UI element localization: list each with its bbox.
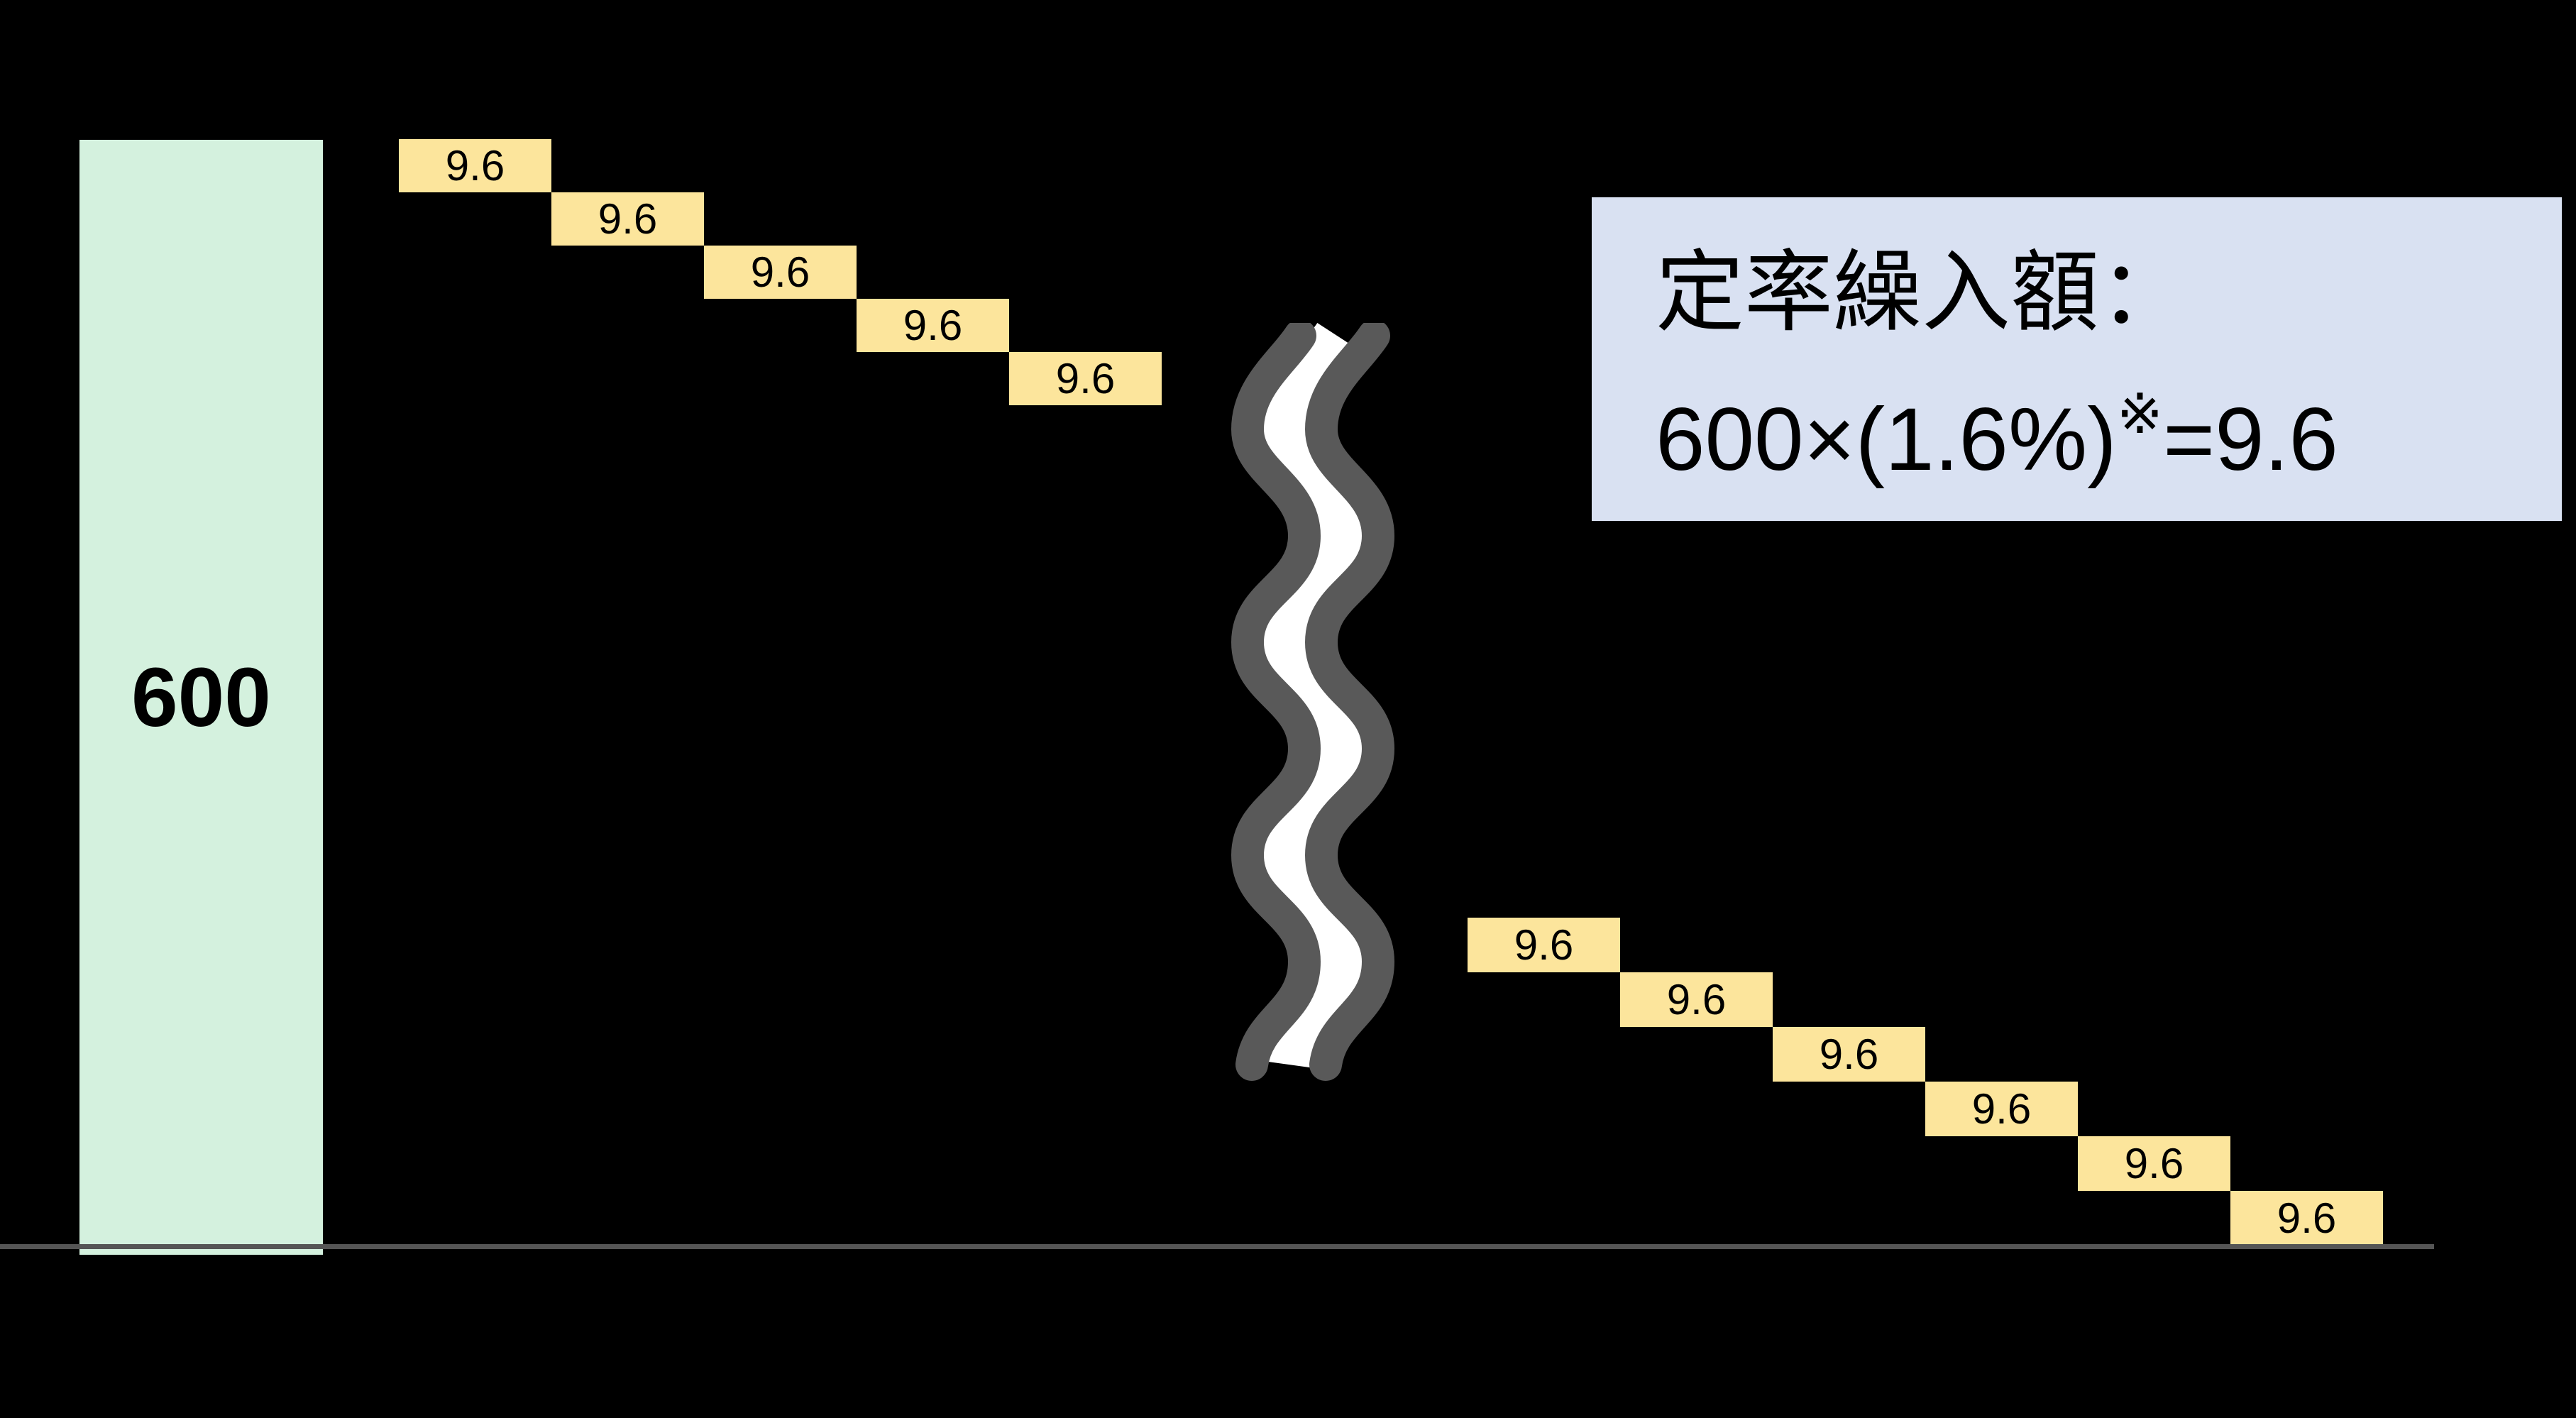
left-step-bar: 9.6 [551,192,704,246]
annotation-title: 定率繰入額： [1656,243,2188,342]
right-step-bar: 9.6 [1468,918,1620,972]
step-bar-label: 9.6 [1055,355,1116,402]
right-step-bar: 9.6 [1620,972,1773,1027]
formula-superscript-reference-mark: ※ [2116,383,2164,445]
step-bar-label: 9.6 [1666,976,1727,1023]
initial-bar-label: 600 [131,650,271,744]
step-bar-label: 9.6 [1971,1085,2032,1133]
initial-bar: 600 [79,140,323,1255]
annotation-formula: 600×(1.6%)※=9.6 [1656,353,2562,500]
annotation-box: 定率繰入額： 600×(1.6%)※=9.6 [1592,197,2562,521]
left-step-bar: 9.6 [857,299,1009,352]
left-step-bar: 9.6 [399,139,551,192]
step-bar-label: 9.6 [2277,1194,2337,1242]
step-bar-label: 9.6 [903,302,963,349]
step-bar-label: 9.6 [598,195,658,243]
formula-main: 600×(1.6%) [1656,390,2117,489]
section-break-icon [1231,323,1395,1081]
left-step-bar: 9.6 [1009,352,1162,405]
right-step-bar: 9.6 [2230,1191,2383,1246]
right-step-bar: 9.6 [1925,1082,2078,1136]
step-bar-label: 9.6 [1514,921,1574,969]
left-step-bar: 9.6 [704,246,857,299]
step-bar-label: 9.6 [1819,1030,1879,1078]
step-bar-label: 9.6 [750,248,810,296]
step-bar-label: 9.6 [445,142,505,189]
formula-result: =9.6 [2163,390,2338,489]
right-step-bar: 9.6 [2078,1136,2230,1191]
right-step-bar: 9.6 [1773,1027,1925,1082]
step-bar-label: 9.6 [2124,1140,2184,1187]
baseline-axis [0,1244,2434,1249]
